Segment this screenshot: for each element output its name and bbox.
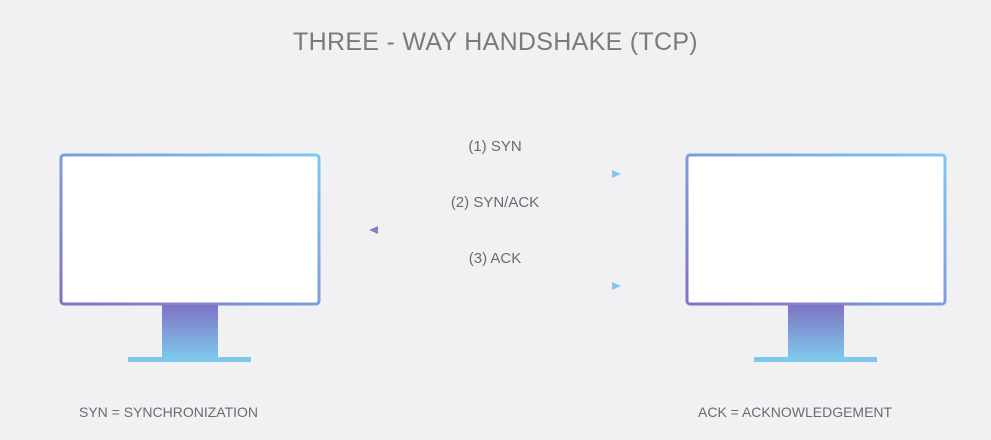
server-monitor-base	[754, 357, 877, 362]
client-monitor-icon	[59, 153, 321, 362]
legend-syn: SYN = SYNCHRONIZATION	[79, 404, 259, 420]
message-label-syn-ack: (2) SYN/ACK	[450, 194, 540, 211]
legend-ack: ACK = ACKNOWLEDGEMENT	[698, 404, 893, 420]
diagram-title: THREE - WAY HANDSHAKE (TCP)	[293, 28, 698, 56]
server-monitor-neck	[788, 305, 844, 358]
syn-arrow	[369, 170, 621, 178]
client-monitor-neck	[162, 305, 218, 358]
server-monitor-icon	[685, 153, 947, 362]
message-label-syn: (1) SYN	[468, 138, 522, 155]
syn-ack-arrow	[369, 226, 622, 234]
message-label-ack: (3) ACK	[468, 250, 522, 267]
ack-arrow	[369, 282, 621, 290]
server-monitor-screen	[685, 153, 947, 306]
client-monitor-base	[128, 357, 251, 362]
client-monitor-screen	[59, 153, 321, 306]
